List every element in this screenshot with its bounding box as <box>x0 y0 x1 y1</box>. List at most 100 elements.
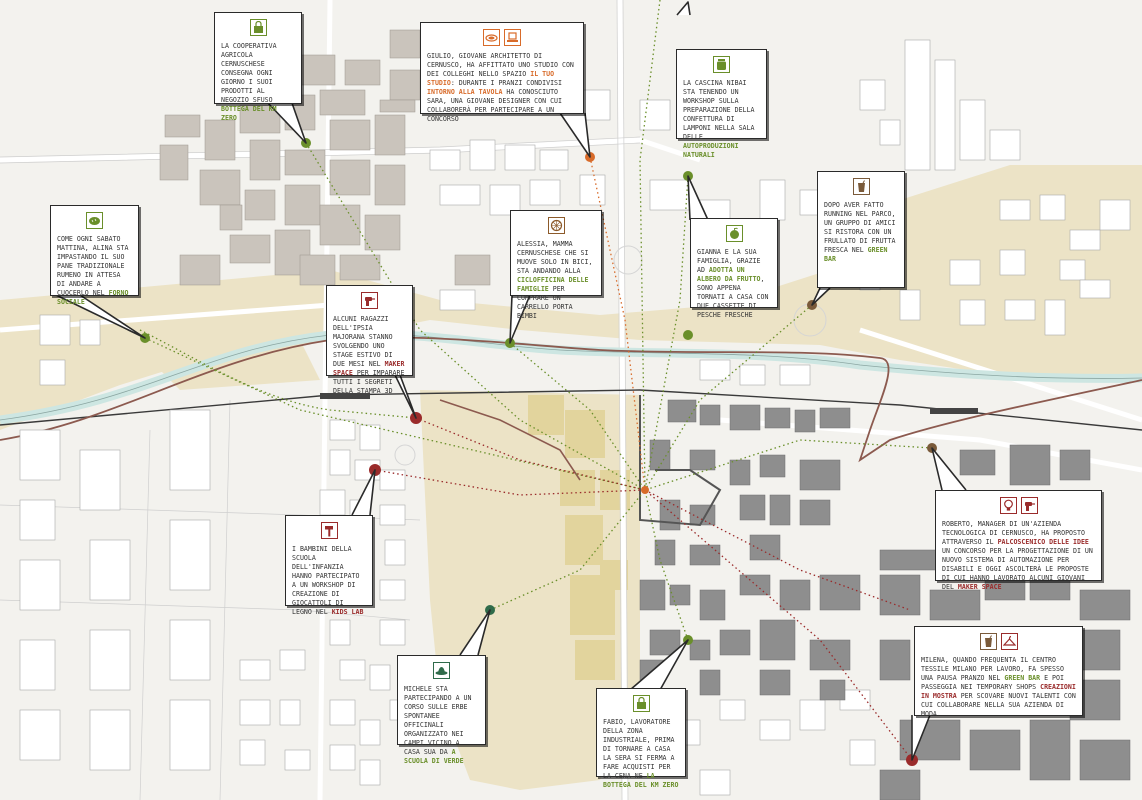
callout-highlight: Bottega del km zero <box>221 105 277 122</box>
callout-icons <box>404 662 479 679</box>
callout-icons <box>603 695 679 712</box>
callout-icons <box>942 497 1095 514</box>
connection-lines <box>139 0 933 761</box>
callout-icons <box>683 56 760 73</box>
callout-michele: Michele sta partecipando a un corso sull… <box>397 655 486 765</box>
callout-icons <box>921 633 1076 650</box>
callout-text: La cascina Nibai sta tenendo un workshop… <box>683 79 760 160</box>
callout-highlight: Adotta un albero da frutto <box>697 266 761 283</box>
shopping-bag-icon <box>632 695 650 712</box>
callout-highlight: Maker space <box>957 583 1002 591</box>
callout-text-part: La cascina Nibai sta tenendo un workshop… <box>683 79 755 141</box>
callout-icons <box>292 522 366 539</box>
callout-text: Come ogni sabato mattina, Alina sta impa… <box>57 235 132 307</box>
callout-gianna: Gianna e la sua famiglia, grazie ad Adot… <box>690 218 778 319</box>
callout-text: Alessia, mamma cernuschese che si muove … <box>517 240 595 321</box>
callout-text: Dopo aver fatto running nel parco, un gr… <box>824 201 898 264</box>
callout-text: Roberto, manager di un'azienda tecnologi… <box>942 520 1095 592</box>
callout-highlight: Green bar <box>1004 674 1041 682</box>
callout-icons <box>57 212 132 229</box>
callout-text: Giulio, giovane architetto di Cernusco, … <box>427 52 577 124</box>
jam-jar-icon <box>713 56 730 73</box>
callout-highlight: Il tuo studio <box>427 70 555 87</box>
callout-bambini: I bambini della scuola dell'infanzia han… <box>285 515 373 616</box>
callout-icons <box>824 178 898 195</box>
callout-text-part: , sono appena tornati a casa con due cas… <box>697 275 769 319</box>
callout-giulio: Giulio, giovane architetto di Cernusco, … <box>420 22 584 123</box>
callout-roberto: Roberto, manager di un'azienda tecnologi… <box>935 490 1102 591</box>
callout-highlight: Autoproduzioni naturali <box>683 142 739 159</box>
callout-fabio: Fabio, lavoratore della zona industriale… <box>596 688 686 789</box>
bread-icon <box>86 212 103 229</box>
callout-text-part: Milena, quando frequenta il centro tessi… <box>921 656 1064 682</box>
callout-highlight: Intorno alla tavola <box>427 88 503 96</box>
callout-text-part: per imparare tutti i segreti della stamp… <box>333 369 405 395</box>
callout-text: Gianna e la sua famiglia, grazie ad Adot… <box>697 248 771 320</box>
callout-text: I bambini della scuola dell'infanzia han… <box>292 545 366 617</box>
canal-edge <box>0 333 1142 421</box>
callout-ragazzi: Alcuni ragazzi dell'Ipsia Majorana stann… <box>326 285 413 395</box>
laptop-icon <box>504 29 521 46</box>
callout-highlight: La Bottega del km zero <box>603 772 679 789</box>
hammer-icon <box>320 522 338 539</box>
callout-cooperativa: La cooperativa agricola cernuschese cons… <box>214 12 302 122</box>
callout-text-part: La cooperativa agricola cernuschese cons… <box>221 42 277 104</box>
callout-highlight: Forno sociale <box>57 289 129 306</box>
shopping-bag-icon <box>249 19 267 36</box>
callout-icons <box>333 292 406 309</box>
callout-text-part: Giulio, giovane architetto di Cernusco, … <box>427 52 574 78</box>
marker-gianna <box>683 330 693 340</box>
callout-text-part: Michele sta partecipando a un corso sull… <box>404 685 472 756</box>
callout-text-part: Fabio, lavoratore della zona industriale… <box>603 718 675 780</box>
callout-text-part: I bambini della scuola dell'infanzia han… <box>292 545 360 616</box>
callout-text-part: Roberto, manager di un'azienda tecnologi… <box>942 520 1085 546</box>
callout-highlight: Kids lab <box>331 608 364 616</box>
callout-pointers <box>55 1 967 761</box>
callout-highlight: A scuola di verde <box>404 748 464 765</box>
callout-text-part: e poi passeggia nei temporary shops <box>921 674 1064 691</box>
cycle-path-branch <box>439 399 581 481</box>
industrial-road <box>639 395 722 527</box>
callout-icons <box>517 217 595 234</box>
lightbulb-icon <box>999 497 1017 514</box>
callout-text-part: Come ogni sabato mattina, Alina sta impa… <box>57 235 129 297</box>
cultivated-plots <box>528 395 630 680</box>
callout-highlight: Creazioni in mostra <box>921 683 1076 700</box>
meal-plate-icon <box>483 29 500 46</box>
callout-cascina: La cascina Nibai sta tenendo un workshop… <box>676 49 767 159</box>
callout-text-part: Dopo aver fatto running nel parco, un gr… <box>824 201 896 254</box>
callout-highlight: Palcoscenico delle idee <box>997 538 1089 546</box>
callout-icons <box>697 225 771 242</box>
railway-station-east <box>930 408 978 414</box>
callout-text-part: per scovare nuovi talenti con cui collab… <box>921 692 1076 718</box>
bike-wheel-icon <box>547 217 565 234</box>
callout-text: Michele sta partecipando a un corso sull… <box>404 685 479 766</box>
callout-highlight: Green bar <box>824 246 888 263</box>
callout-text-part: un concorso per la progettazione di un n… <box>942 547 1093 591</box>
callout-text: Milena, quando frequenta il centro tessi… <box>921 656 1076 719</box>
residential-buildings <box>19 39 1131 796</box>
callout-text-part: per comprare un carrello porta bimbi <box>517 285 573 320</box>
apple-icon <box>725 225 743 242</box>
smoothie-icon <box>852 178 870 195</box>
railway-station-west <box>320 393 370 399</box>
hanger-icon <box>1000 633 1018 650</box>
callout-running: Dopo aver fatto running nel parco, un gr… <box>817 171 905 288</box>
callout-text: La cooperativa agricola cernuschese cons… <box>221 42 295 123</box>
callout-alessia: Alessia, mamma cernuschese che si muove … <box>510 210 602 320</box>
callout-text-part: Alcuni ragazzi dell'Ipsia Majorana stann… <box>333 315 393 368</box>
callout-text-part: ha conosciuto Sara, una giovane designer… <box>427 88 562 123</box>
hub-marker <box>641 486 649 494</box>
callout-icons <box>221 19 295 36</box>
callout-highlight: Ciclofficina delle famiglie <box>517 276 589 293</box>
railway <box>0 389 1142 431</box>
smoothie-icon <box>979 633 997 650</box>
callout-milena: Milena, quando frequenta il centro tessi… <box>914 626 1083 719</box>
drill-icon <box>1020 497 1038 514</box>
callout-text-part: Gianna e la sua famiglia, grazie ad <box>697 248 761 274</box>
callout-icons <box>427 29 577 46</box>
callout-alina: Come ogni sabato mattina, Alina sta impa… <box>50 205 139 306</box>
drill-icon <box>361 292 378 309</box>
callout-text-part: : durante i pranzi condivisi <box>450 79 562 87</box>
callout-text-part: Alessia, mamma cernuschese che si muove … <box>517 240 593 275</box>
